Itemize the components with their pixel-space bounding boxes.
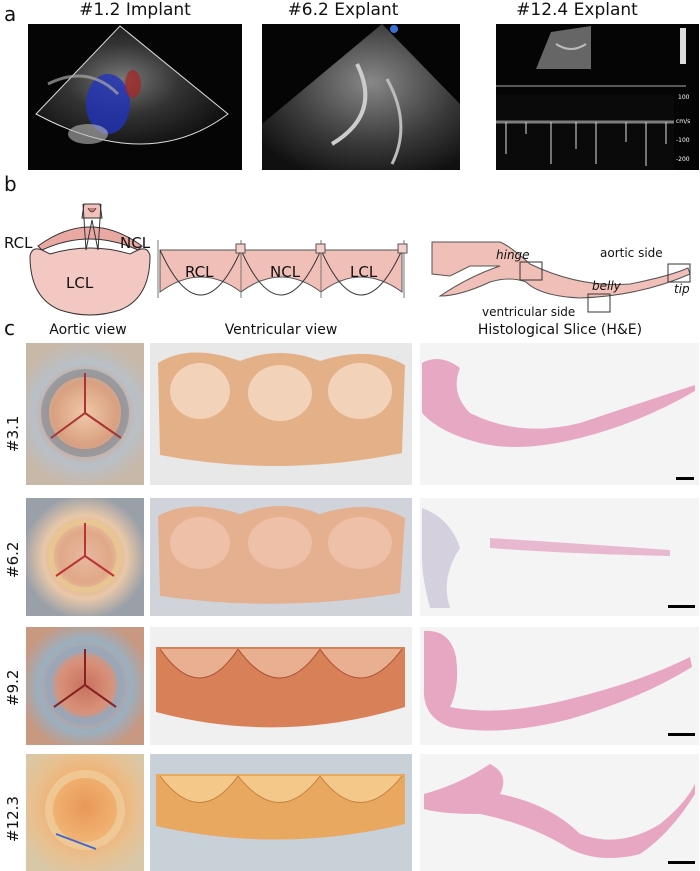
panel-letter-c: c [4,316,15,340]
row-label-2: #6.2 [4,541,22,578]
doppler-tick-100: 100 [678,94,690,101]
panel-letter-a: a [4,2,17,26]
unrolled-valve-diagram [157,240,408,298]
doppler-tick-neg100: -100 [676,137,690,144]
leaflet-label-belly: belly [592,279,621,293]
root-label-ncl: NCL [120,234,151,252]
leaflet-label-aortic-side: aortic side [600,246,663,260]
scale-bar-row1 [676,477,694,480]
aortic-photo-row2 [26,498,144,616]
leaflet-label-ventricular-side: ventricular side [482,305,576,319]
doppler-tick-neg200: -200 [676,156,690,163]
echo-image-implant [28,24,242,170]
scale-bar-row3 [668,733,695,736]
doppler-unit: cm/s [676,118,691,125]
unrolled-label-rcl: RCL [185,263,214,281]
doppler-image [496,24,699,170]
column-title-histology: Histological Slice (H&E) [477,322,643,338]
aortic-photo-row4 [26,754,144,871]
histology-slice-row3 [420,627,699,745]
root-label-rcl: RCL [4,234,33,252]
ventricular-photo-row1 [150,343,412,485]
column-title-ventricular: Ventricular view [224,322,338,338]
histology-slice-row2 [420,498,699,616]
histology-slice-row1 [420,343,699,485]
scale-bar-row4 [668,861,695,864]
leaflet-cross-section-diagram [431,241,691,313]
column-title-aortic: Aortic view [49,322,127,338]
unrolled-label-ncl: NCL [270,263,301,281]
leaflet-label-hinge: hinge [496,248,530,262]
unrolled-label-lcl: LCL [350,263,378,281]
aortic-photo-row3 [26,627,144,745]
echo-image-explant [262,24,460,170]
root-label-lcl: LCL [66,274,94,292]
row-label-1: #3.1 [4,415,22,452]
image-title-3: #12.4 Explant [516,0,638,20]
image-title-2: #6.2 Explant [287,0,399,20]
ventricular-photo-row4 [150,754,412,871]
ventricular-photo-row2 [150,498,412,616]
ventricular-photo-row3 [150,627,412,745]
aortic-root-diagram [29,203,151,316]
panel-letter-b: b [4,172,17,196]
histology-slice-row4 [420,754,699,871]
leaflet-label-tip: tip [674,282,690,296]
image-title-1: #1.2 Implant [79,0,191,20]
row-label-3: #9.2 [4,669,22,706]
scale-bar-row2 [668,605,695,608]
row-label-4: #12.3 [4,796,22,842]
aortic-photo-row1 [26,343,144,485]
